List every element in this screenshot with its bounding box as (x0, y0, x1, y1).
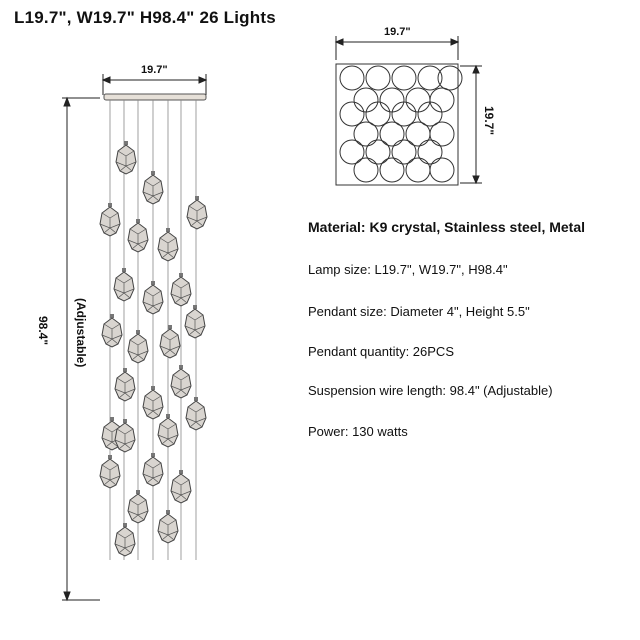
crystal-pendant (127, 330, 149, 364)
crystal-pendant (184, 305, 206, 339)
plate-depth-dimension-line (460, 64, 482, 185)
pendant-position-circle (339, 101, 365, 127)
crystal-pendant (114, 419, 136, 453)
product-title: L19.7", W19.7" H98.4" 26 Lights (14, 8, 276, 27)
pendant-position-circle (417, 101, 443, 127)
plate-width-label: 19.7" (384, 26, 411, 38)
ceiling-plate-side (103, 93, 207, 101)
pendant-position-circle (429, 87, 455, 113)
top-width-dimension-line (101, 74, 208, 95)
pendant-position-circle (379, 87, 405, 113)
crystal-pendant (157, 228, 179, 262)
crystal-pendant (115, 141, 137, 175)
crystal-pendant (113, 268, 135, 302)
crystal-pendant (101, 314, 123, 348)
pendant-position-circle (391, 101, 417, 127)
pendant-position-circle (379, 157, 405, 183)
spec-pendant-size: Pendant size: Diameter 4", Height 5.5" (308, 304, 530, 319)
adjustable-label: (Adjustable) (74, 298, 88, 368)
crystal-pendant (114, 523, 136, 557)
plate-depth-label: 19.7" (482, 106, 496, 136)
pendant-position-circle (353, 121, 379, 147)
crystal-pendant (142, 386, 164, 420)
spec-material: Material: K9 crystal, Stainless steel, M… (308, 219, 586, 235)
pendant-position-circle (353, 87, 379, 113)
pendant-position-circle (339, 65, 365, 91)
spec-power: Power: 130 watts (308, 424, 408, 439)
crystal-pendant (185, 397, 207, 431)
pendant-position-circle (379, 121, 405, 147)
pendant-position-circle (437, 65, 463, 91)
crystal-pendant (170, 273, 192, 307)
crystal-pendant (142, 171, 164, 205)
crystal-pendant (127, 490, 149, 524)
top-width-label: 19.7" (141, 64, 168, 76)
crystal-pendant (127, 219, 149, 253)
crystal-pendant (170, 365, 192, 399)
pendant-position-circle (365, 101, 391, 127)
spec-wire-length: Suspension wire length: 98.4" (Adjustabl… (308, 383, 553, 398)
crystal-pendant (186, 196, 208, 230)
pendant-position-circle (365, 139, 391, 165)
crystal-pendant (99, 203, 121, 237)
crystal-pendant (114, 368, 136, 402)
pendant-position-circle (391, 139, 417, 165)
pendant-position-circle (429, 121, 455, 147)
crystal-pendant (142, 281, 164, 315)
pendant-position-circle (365, 65, 391, 91)
spec-pendant-quantity: Pendant quantity: 26PCS (308, 344, 454, 359)
crystal-pendant (170, 470, 192, 504)
height-label: 98.4" (36, 316, 50, 346)
crystal-pendant (157, 510, 179, 544)
pendant-position-circle (417, 65, 443, 91)
pendant-position-circle (405, 121, 431, 147)
crystal-pendant (157, 414, 179, 448)
pendant-position-circle (339, 139, 365, 165)
pendant-position-circle (391, 65, 417, 91)
pendant-position-circle (417, 139, 443, 165)
pendant-position-circle (405, 87, 431, 113)
crystal-pendant (142, 453, 164, 487)
pendant-position-circle (429, 157, 455, 183)
spec-lamp-size: Lamp size: L19.7", W19.7", H98.4" (308, 262, 508, 277)
crystal-pendant (99, 455, 121, 489)
ceiling-plate-top (335, 63, 459, 186)
height-dimension-line (62, 96, 100, 602)
plate-width-dimension-line (334, 36, 460, 60)
pendant-position-circle (405, 157, 431, 183)
pendant-position-circle (353, 157, 379, 183)
crystal-pendant (159, 325, 181, 359)
